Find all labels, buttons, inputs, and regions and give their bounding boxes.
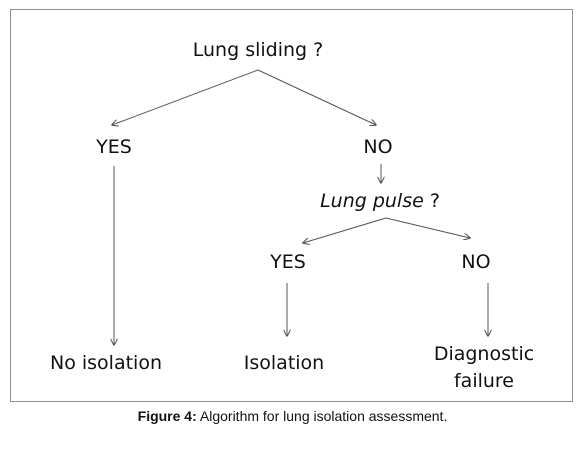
sub-question-text: Lung pulse bbox=[320, 190, 424, 212]
outcome-diagnostic-failure: Diagnostic failure bbox=[433, 343, 535, 392]
sub-question: Lung pulse ? bbox=[320, 189, 440, 213]
branch-yes-label: YES bbox=[96, 136, 132, 158]
arrow-root-to-yes bbox=[112, 69, 259, 125]
branch-no-label: NO bbox=[363, 136, 393, 158]
arrow-root-to-no bbox=[257, 69, 376, 125]
figure-caption: Figure 4: Algorithm for lung isolation a… bbox=[0, 407, 585, 425]
arrow-pulse-to-yes bbox=[303, 217, 387, 243]
sub-question-mark: ? bbox=[423, 190, 440, 212]
root-question: Lung sliding ? bbox=[192, 39, 324, 61]
caption-label: Figure 4: bbox=[137, 408, 197, 424]
figure-frame bbox=[10, 9, 573, 402]
arrow-pulse-to-no bbox=[385, 217, 470, 238]
sub-no-label: NO bbox=[461, 251, 491, 273]
sub-yes-label: YES bbox=[270, 251, 306, 273]
outcome-isolation: Isolation bbox=[243, 352, 325, 374]
caption-text: Algorithm for lung isolation assessment. bbox=[196, 408, 448, 424]
outcome-no-isolation: No isolation bbox=[50, 352, 162, 374]
